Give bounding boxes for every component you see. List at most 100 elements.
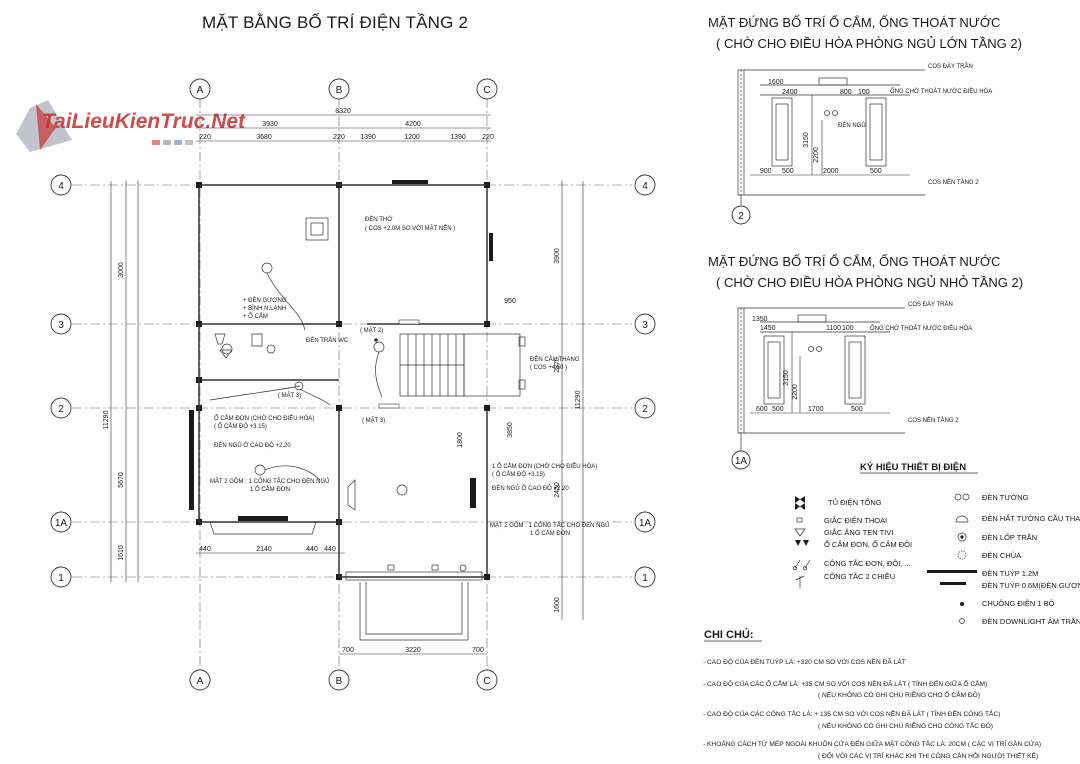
e2-cos-nen: COS NỀN TẦNG 2: [908, 417, 959, 424]
chandelier-icon: [957, 550, 967, 560]
axis-b-bottom: B: [336, 676, 343, 687]
e2-dim-500a: 500: [772, 406, 784, 413]
doorbell-icon: [960, 602, 964, 606]
e2-dim-100: 100: [842, 325, 854, 332]
e1-dim-1600: 1600: [768, 79, 784, 86]
switch-icon: [794, 559, 811, 569]
legend: KÝ HIỆU THIẾT BỊ ĐIỆN TỦ ĐIỆN TỔNG GIẮC …: [793, 461, 1080, 626]
e1-cos-tran: COS ĐÁY TRẦN: [928, 63, 973, 70]
elevation1-subtitle: ( CHỜ CHO ĐIỀU HÒA PHÒNG NGỦ LỚN TẦNG 2): [716, 36, 1022, 51]
note-4b: ( ĐỐI VỚI CÁC VỊ TRÍ KHÁC KHI THI CÔNG C…: [818, 750, 1038, 760]
axis-1-left: 1: [58, 573, 64, 584]
note-3: - CAO ĐỘ CỦA CÁC CÔNG TẮC LÀ: + 135 CM S…: [703, 708, 1000, 718]
legend-right-6: CHUÔNG ĐIỆN 1 BỘ: [982, 599, 1055, 608]
e2-dim-1100: 1100: [826, 325, 841, 332]
wall-light-icon: [954, 493, 962, 501]
label-den-tho: ĐÈN THỜ: [365, 216, 392, 223]
dim-bottom-b: 2140: [256, 546, 272, 553]
dim-left-a: 3000: [118, 262, 125, 278]
label-mat3b: ( MẶT 3): [362, 417, 385, 424]
label-o-cam-do: ( Ổ CẮM ĐỘ +3.15): [214, 422, 267, 430]
dim-bottom-c: 440: [306, 546, 318, 553]
dim-bottom-e: 700: [342, 647, 354, 654]
dim-top-c: 220: [199, 134, 211, 141]
e2-dim-3150: 3150: [783, 370, 790, 386]
note-4: - KHOẢNG CÁCH TỪ MÉP NGOÀI KHUÔN CỬA ĐẾN…: [703, 738, 1041, 748]
plan-dimensions: 8320 3930 4200 220 3680 220 1390 1200 13…: [103, 108, 584, 655]
downlight-icon: [959, 618, 965, 624]
dim-top-d: 3680: [256, 134, 272, 141]
axis-1a-right: 1A: [639, 518, 652, 529]
legend-right-5: ĐÈN TUÝP 0.6M(ĐÈN GƯƠNG): [982, 581, 1080, 590]
dim-right-a: 3900: [554, 248, 561, 264]
label-binh-nl: + BÌNH N.LẠNH: [243, 305, 286, 312]
e2-dim-2200: 2200: [792, 384, 799, 400]
legend-left-4: CÔNG TẮC ĐƠN, ĐÔI, ...: [824, 559, 911, 568]
watermark-text: TaiLieuKienTruc.Net: [42, 110, 246, 133]
elevation1-title: MẶT ĐỨNG BỐ TRÍ Ổ CẮM, ỐNG THOÁT NƯỚC: [708, 15, 1000, 30]
dim-top-h: 1390: [450, 134, 466, 141]
e1-dim-900: 900: [760, 168, 772, 175]
e1-dim-2400: 2400: [782, 89, 798, 96]
e1-dim-500b: 500: [870, 168, 882, 175]
note-2: - CAO ĐỘ CỦA CÁC Ổ CẮM LÀ: +35 CM SO VỚI…: [703, 678, 987, 688]
axis-c-bottom: C: [483, 676, 490, 687]
axis-1-right: 1: [642, 573, 648, 584]
axis-3-left: 3: [58, 320, 64, 331]
label-mat2-gom2: 1 Ổ CẮM ĐƠN: [250, 485, 290, 493]
plan-walls: [189, 180, 493, 641]
dim-right-total: 11290: [575, 390, 582, 409]
note-3b: ( NẾU KHÔNG CÓ GHI CHÚ RIÊNG CHO CÔNG TẮ…: [818, 720, 993, 730]
axis-4-left: 4: [58, 181, 64, 192]
dim-top-e: 220: [333, 134, 345, 141]
axis-b-top: B: [336, 85, 343, 96]
label-right-mat2b: 1 Ổ CẮM ĐƠN: [530, 529, 570, 537]
note-2b: ( NẾU KHÔNG CÓ GHI CHÚ RIÊNG CHO Ổ CẮM Đ…: [818, 689, 980, 699]
label-right-mat2: MẶT 2 GỒM : 1 CÔNG TẮC CHO ĐÈN NGỦ: [490, 521, 609, 529]
legend-right-1: ĐÈN HẮT TƯỜNG CẦU THANG: [982, 513, 1080, 523]
watermark-logo: TaiLieuKienTruc.Net: [16, 100, 246, 152]
e2-dim-600: 600: [756, 406, 768, 413]
axis-c-top: C: [483, 85, 490, 96]
dim-left-total: 11290: [103, 410, 110, 429]
dim-top-a: 3930: [262, 121, 278, 128]
dim-top-f: 1390: [360, 134, 376, 141]
dim-bottom-g: 700: [472, 647, 484, 654]
dim-left-c: 1610: [118, 545, 125, 561]
e2-dim-1350: 1350: [752, 316, 768, 323]
short-tube-light-icon: [940, 582, 966, 585]
dim-bottom-d: 440: [324, 546, 336, 553]
e2-dim-1450: 1450: [760, 325, 776, 332]
label-right-o-cam-do: ( Ổ CẮM ĐỘ +3.15): [492, 470, 545, 478]
plan-labels: ĐÈN THỜ ( COS +2.0M SO VỚI MẶT NỀN ) + Đ…: [210, 216, 609, 537]
socket-icon: [795, 540, 809, 546]
dim-1800: 1800: [457, 432, 464, 448]
dim-stair: 950: [504, 298, 516, 305]
tube-light-icon: [927, 570, 977, 573]
label-mat2: ( MẶT 2): [360, 327, 383, 334]
staircase: [399, 333, 521, 397]
e2-cos-tran: COS ĐÁY TRẦN: [908, 301, 953, 308]
main-panel-icon: [795, 496, 805, 510]
e1-dim-500a: 500: [782, 168, 794, 175]
label-den-cau-thang: ĐÈN CẦU THANG: [530, 356, 580, 363]
axis-a-top: A: [197, 85, 204, 96]
notes-title: CHI CHÚ:: [704, 628, 754, 641]
elevation-2: COS ĐÁY TRẦN COS NỀN TẦNG 2 ỐNG CHỜ THOÁ…: [731, 301, 972, 470]
axis-bubbles: A B C A B C 4 3 2 1A 1 4 3 2 1A 1: [50, 78, 656, 691]
label-o-cam: + Ổ CẮM: [243, 312, 268, 320]
e1-dim-2000: 2000: [823, 168, 839, 175]
label-mat3: ( MẶT 3): [278, 392, 301, 399]
e1-cho-ong: ỐNG CHỜ THOÁT NƯỚC ĐIỀU HÒA: [890, 88, 992, 95]
label-den-guong: + ĐÈN GƯƠNG: [243, 297, 287, 304]
e2-cho-ong: ỐNG CHỜ THOÁT NƯỚC ĐIỀU HÒA: [870, 325, 972, 332]
phone-jack-icon: [796, 517, 803, 523]
e2-dim-500b: 500: [851, 406, 863, 413]
legend-left-1: GIẮC ĐIỆN THOẠI: [824, 516, 887, 525]
axis-2-right: 2: [642, 404, 648, 415]
legend-left-2: GIẮC ĂNG TEN TIVI: [824, 528, 893, 537]
tv-antenna-icon: [794, 528, 806, 537]
dim-top-g: 1200: [404, 134, 420, 141]
stair-light-icon: [955, 515, 969, 523]
